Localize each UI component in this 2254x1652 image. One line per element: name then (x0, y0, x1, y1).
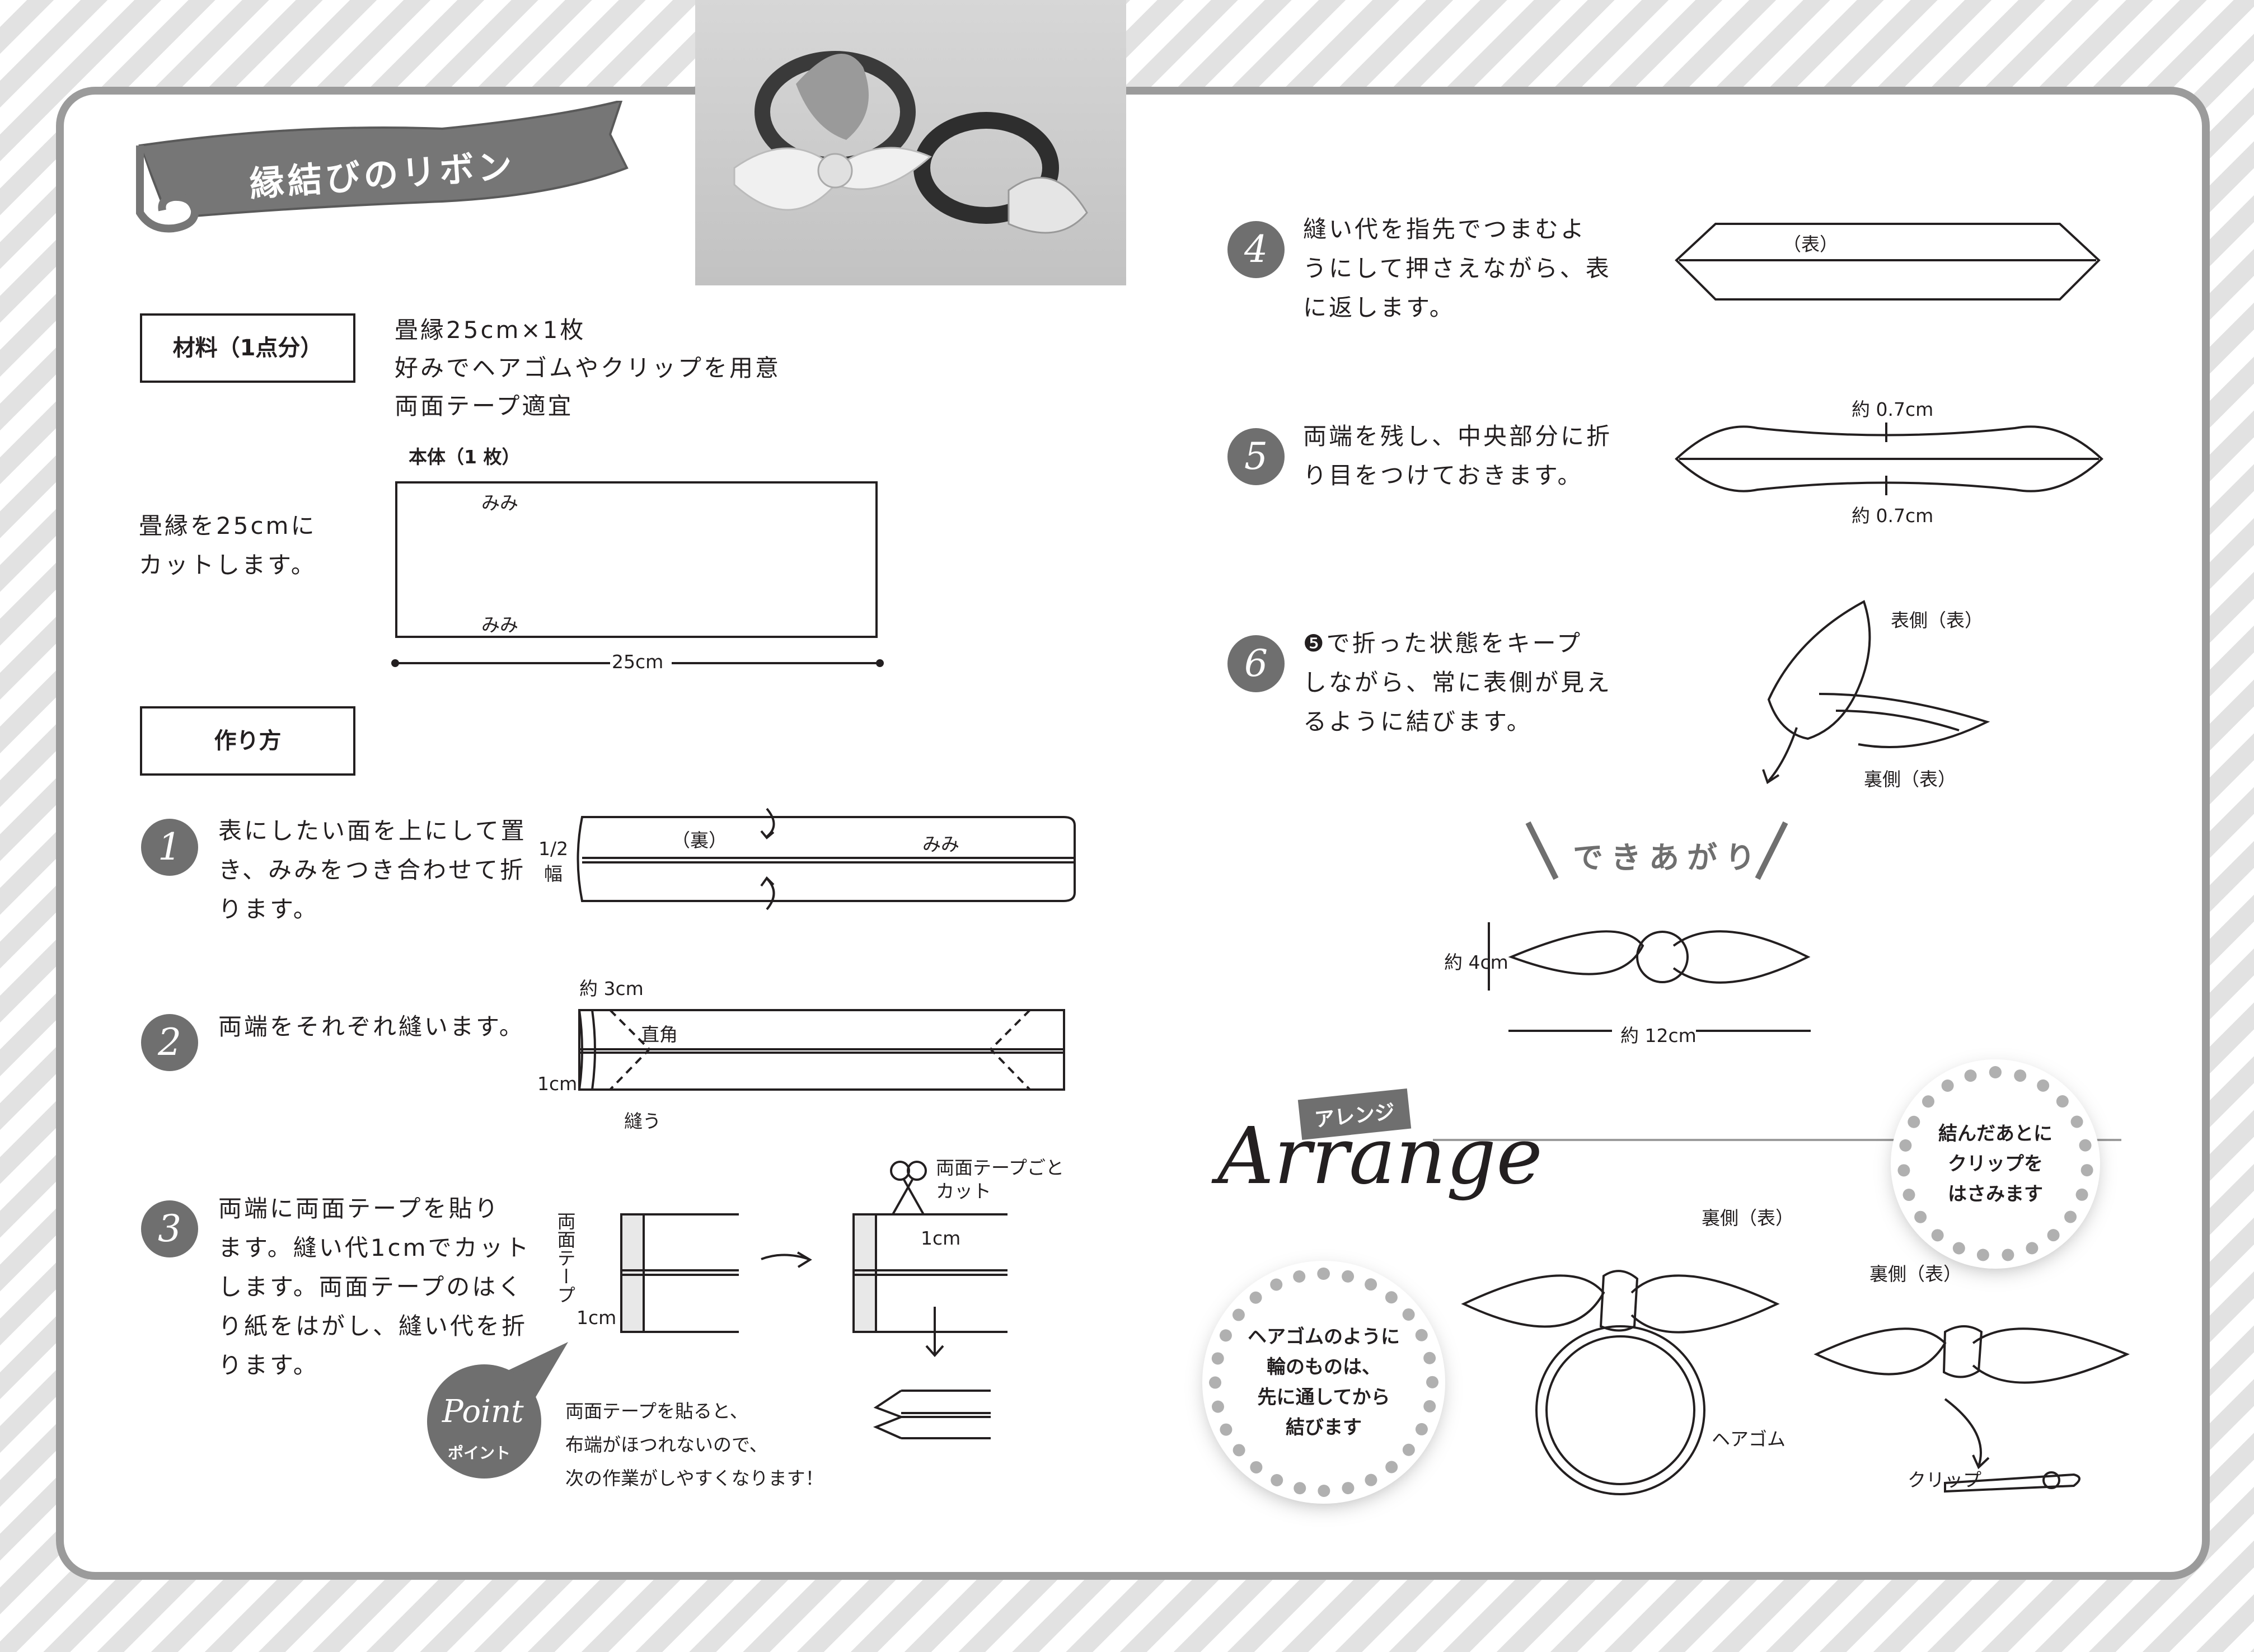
note-elastic-line-2: 輪のものは、 (1267, 1356, 1381, 1378)
finished-bow (1488, 922, 1811, 1032)
step-2-line-1: 両端をそれぞれ縫います。 (218, 1013, 525, 1040)
materials-line-2: 好みでヘアゴムやクリップを用意 (395, 354, 781, 382)
finished-height: 約 4cm (1444, 951, 1508, 973)
step-3-line-2: ます。縫い代1cmでカット (218, 1234, 531, 1261)
note-clip-line-2: クリップを (1948, 1153, 2043, 1175)
cut-width-label: 25cm (612, 651, 664, 673)
step-6-line-1: ❺で折った状態をキープ (1303, 630, 1583, 657)
cut-dimension-line (391, 659, 884, 667)
step-1-badge: 1 (141, 819, 198, 876)
note-clip-line-1: 結んだあとに (1938, 1123, 2053, 1145)
step-4-line-1: 縫い代を指先でつまむよ (1303, 215, 1587, 243)
diagram-1-selvage: みみ (922, 833, 959, 855)
diagram-4 (1675, 223, 2101, 301)
diagram-5 (1675, 423, 2103, 495)
elastic-label: ヘアゴム (1712, 1428, 1786, 1450)
step-6-line-3: るように結びます。 (1303, 708, 1533, 735)
step-4-badge: 4 (1227, 221, 1285, 278)
step-3-line-4: り紙をはがし、縫い代を折 (218, 1312, 528, 1340)
diagram-4-front: （表） (1783, 233, 1838, 255)
note-elastic-line-1: ヘアゴムのように (1248, 1326, 1400, 1348)
diagram-6-back-side: 裏側（表） (1864, 768, 1956, 790)
page-frame (56, 87, 2210, 1580)
point-sub: ポイント (448, 1444, 511, 1462)
finished-width: 約 12cm (1620, 1025, 1697, 1046)
clip-bow-illustration (1813, 1325, 2130, 1493)
diagram-2-sew: 縫う (624, 1110, 661, 1132)
point-title: Point (442, 1393, 524, 1430)
note-elastic-line-3: 先に通してから (1257, 1386, 1390, 1409)
step-3-line-3: します。両面テープのはく (218, 1273, 524, 1301)
diagram-3-1cm-b: 1cm (921, 1227, 961, 1249)
diagram-5-top: 約 0.7cm (1852, 398, 1934, 420)
arrange-divider (1433, 1139, 2121, 1141)
diagram-6 (1762, 600, 1990, 785)
product-photo (695, 0, 1126, 285)
finished-label: できあがり (1573, 840, 1763, 875)
elastic-back-label: 裏側（表） (1702, 1207, 1794, 1229)
point-line-1: 両面テープを貼ると、 (565, 1400, 748, 1422)
diagram-2 (578, 1009, 1065, 1091)
step-3-line-5: ります。 (218, 1351, 319, 1379)
diagram-1 (577, 808, 1076, 911)
fabric-rectangle (395, 481, 878, 638)
diagram-3 (620, 1161, 1007, 1439)
elastic-bow-illustration (1461, 1270, 1780, 1495)
finished-slashes (1525, 821, 1788, 880)
cut-instruction-2: カットします。 (139, 551, 317, 579)
title-ribbon (136, 101, 629, 233)
note-elastic-line-4: 結びます (1286, 1416, 1362, 1439)
note-clip-line-3: はさみます (1948, 1183, 2043, 1205)
step-5-line-1: 両端を残し、中央部分に折 (1303, 423, 1613, 450)
diagram-3-tape-label: 両面テープ (554, 1212, 576, 1304)
step-1-line-2: き、みみをつき合わせて折 (218, 856, 526, 884)
step-6-line-2: しながら、常に表側が見え (1303, 669, 1613, 696)
materials-label: 材料（1点分） (140, 313, 355, 383)
step-5-badge: 5 (1227, 428, 1285, 485)
step-4-line-3: に返します。 (1303, 294, 1455, 321)
step-1-line-3: ります。 (218, 895, 319, 923)
materials-line-1: 畳縁25cm×1枚 (395, 316, 586, 344)
diagram-2-right-angle: 直角 (641, 1024, 678, 1045)
diagram-3-1cm-a: 1cm (577, 1307, 617, 1329)
note-elastic: ヘアゴムのように 輪のものは、 先に通してから 結びます (1209, 1268, 1438, 1497)
diagram-1-width: 幅 (544, 863, 563, 885)
diagram-2-approx: 約 3cm (579, 978, 644, 999)
step-4-line-2: うにして押さえながら、表 (1303, 255, 1611, 282)
step-3-badge: 3 (141, 1200, 198, 1257)
scissors-note-2: カット (936, 1180, 991, 1202)
clip-label: クリップ (1908, 1469, 1981, 1491)
cut-instruction-1: 畳縁を25cmに (139, 512, 317, 539)
diagram-1-half: 1/2 (538, 838, 569, 860)
diagram-6-front-side: 表側（表） (1891, 609, 1983, 631)
step-2-badge: 2 (141, 1014, 198, 1071)
point-line-3: 次の作業がしやすくなります！ (565, 1467, 824, 1489)
diagram-1-back: （裏） (672, 829, 727, 851)
part-label: 本体（1 枚） (409, 446, 521, 468)
point-line-2: 布端がほつれないので、 (565, 1434, 768, 1456)
step-3-line-1: 両端に両面テープを貼り (218, 1195, 500, 1222)
diagram-2-1cm: 1cm (537, 1073, 578, 1095)
howto-label: 作り方 (140, 706, 355, 776)
step-5-line-2: り目をつけておきます。 (1303, 462, 1583, 489)
materials-line-3: 両面テープ適宜 (395, 392, 574, 420)
selvage-bottom-label: みみ (481, 614, 518, 636)
clip-back-label: 裏側（表） (1869, 1263, 1962, 1285)
diagram-5-bottom: 約 0.7cm (1852, 505, 1934, 527)
arrange-script: Arrange (1217, 1111, 1543, 1202)
scissors-note-1: 両面テープごと (936, 1157, 1065, 1179)
step-6-badge: 6 (1227, 635, 1285, 692)
point-bubble (427, 1342, 568, 1479)
step-1-line-1: 表にしたい面を上にして置 (218, 817, 527, 844)
note-clip: 結んだあとに クリップを はさみます (1897, 1066, 2093, 1262)
selvage-top-label: みみ (481, 492, 518, 514)
